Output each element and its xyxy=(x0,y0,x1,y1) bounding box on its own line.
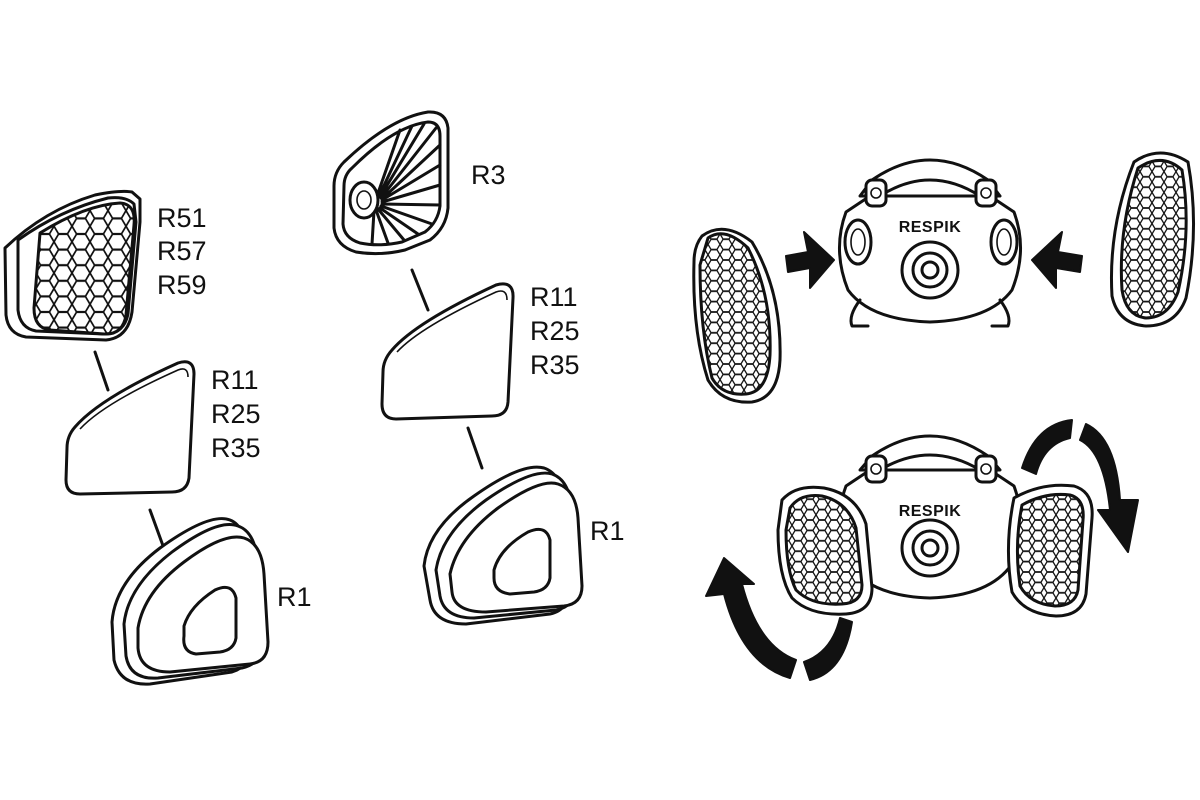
half-mask-assembled: RESPIK xyxy=(838,434,1022,600)
combined-filter-label-3: R59 xyxy=(157,270,207,300)
honeycomb-cartridge-icon xyxy=(32,201,136,336)
curved-rotate-arrow-icon xyxy=(1021,419,1139,553)
honeycomb-combined-filter xyxy=(3,189,142,342)
arrow-left-icon xyxy=(1031,231,1083,289)
combined-filter-label-2: R57 xyxy=(157,236,207,266)
arrow-right-icon xyxy=(785,231,835,289)
half-mask-top: RESPIK xyxy=(838,158,1022,328)
mask-brand-text: RESPIK xyxy=(899,503,962,520)
prefilter-label-1: R11 xyxy=(211,365,259,395)
connector-line xyxy=(466,426,484,470)
retainer-ring-left xyxy=(110,517,270,686)
radial-ribbed-filter-icon xyxy=(332,110,450,256)
mask-brand-text: RESPIK xyxy=(899,219,962,236)
honeycomb-cartridge-left-mounted xyxy=(776,485,874,616)
prefilter-label-1: R11 xyxy=(530,282,578,312)
honeycomb-cartridge-left-top xyxy=(692,227,782,404)
combined-filter-label-1: R51 xyxy=(157,203,207,233)
prefilter-label-2: R25 xyxy=(530,316,580,346)
retainer-ring-middle xyxy=(422,465,584,626)
prefilter-pad-left xyxy=(64,360,196,496)
particulate-filter-label: R3 xyxy=(471,160,506,190)
prefilter-label-3: R35 xyxy=(530,350,580,380)
prefilter-pad-middle xyxy=(380,282,515,421)
honeycomb-cartridge-right-mounted xyxy=(1006,483,1094,618)
connector-line xyxy=(93,350,110,392)
honeycomb-cartridge-right-top xyxy=(1110,151,1195,328)
retainer-label: R1 xyxy=(590,516,625,546)
curved-rotate-arrow-icon xyxy=(705,557,853,681)
retainer-label: R1 xyxy=(277,582,312,612)
connector-line xyxy=(410,268,430,312)
prefilter-label-2: R25 xyxy=(211,399,261,429)
prefilter-label-3: R35 xyxy=(211,433,261,463)
